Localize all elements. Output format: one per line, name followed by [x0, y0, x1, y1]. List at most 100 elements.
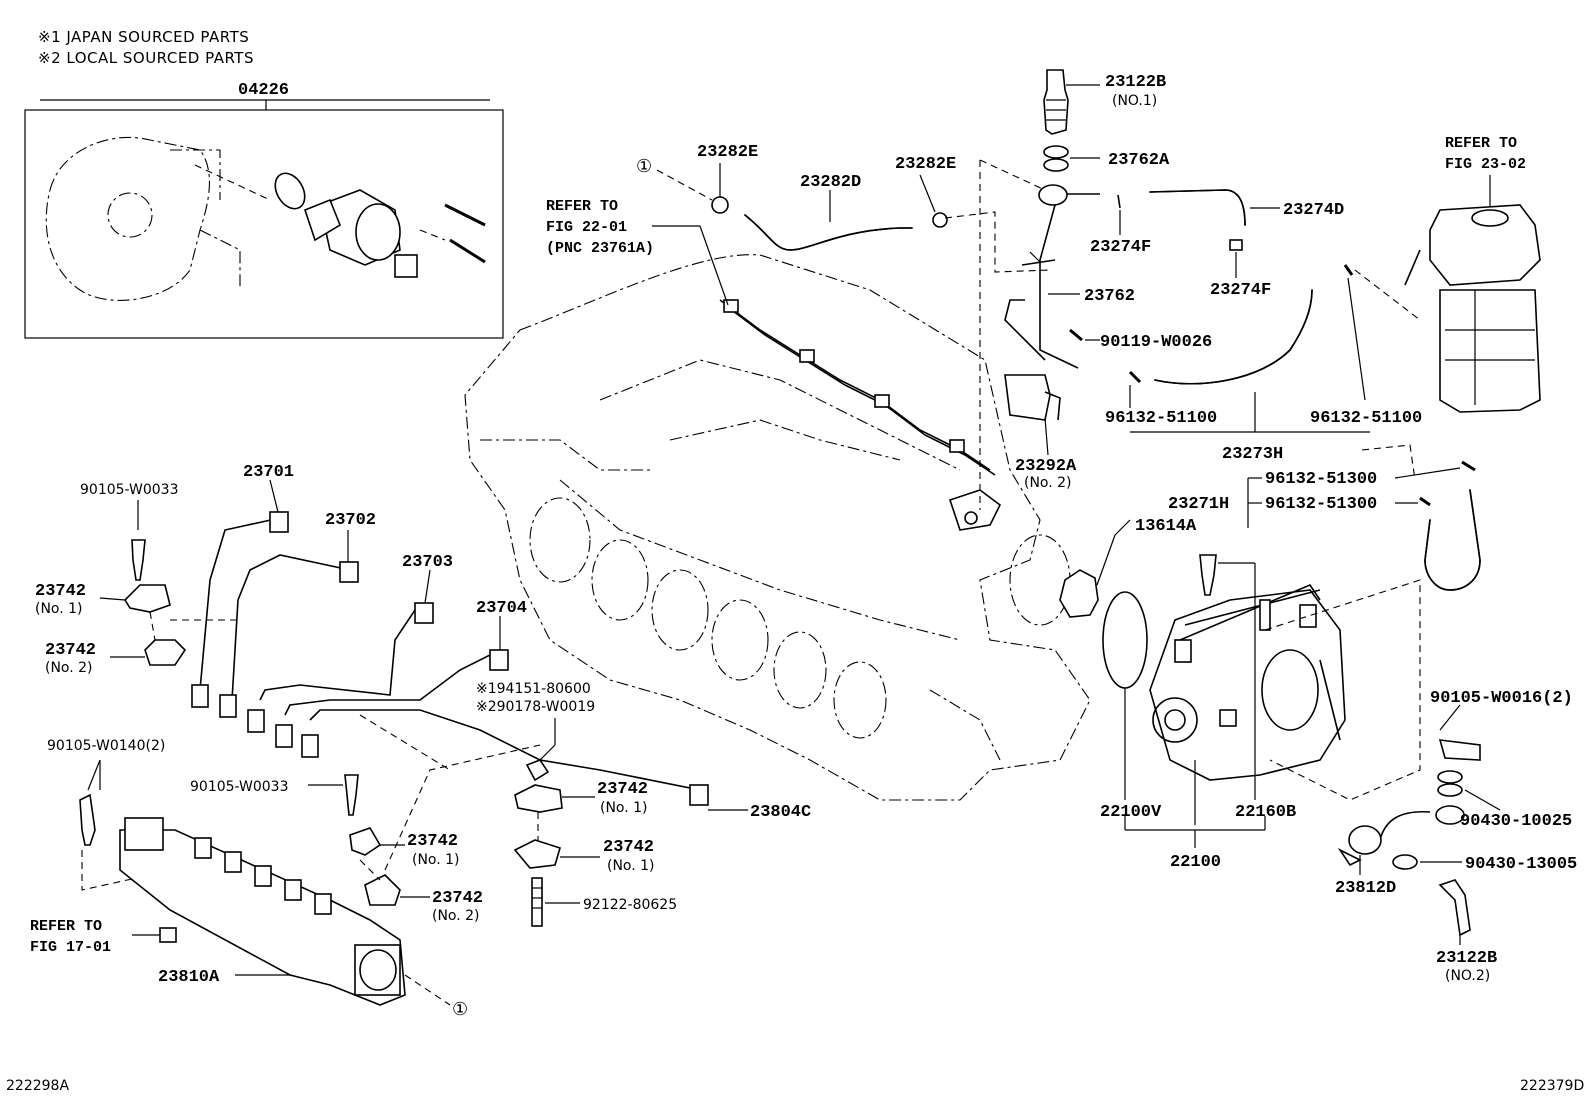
clamp-23742-no1-left [123, 584, 171, 613]
label-23742-center-a: 23742 [597, 780, 648, 799]
clip-23282E-right [932, 212, 948, 228]
clamp-center-group: ※194151-80600 ※290178-W0019 23742 (No. 1… [476, 681, 677, 927]
clamp-23742-center-b [513, 839, 561, 869]
plug-refer-17-01 [159, 927, 177, 943]
label-90105-W0033-top: 90105-W0033 [80, 482, 179, 498]
illustration-code-right: 222379D [1520, 1078, 1585, 1094]
gasket-23762A-a [1043, 145, 1069, 159]
clamp-23742-middle-a [349, 827, 382, 856]
label-23812D: 23812D [1335, 879, 1396, 898]
pipe-23701-nut [269, 511, 289, 533]
refer-17-01-line2: FIG 17-01 [30, 939, 111, 956]
clip-23282E-left [711, 196, 729, 214]
callout-1-bottom: ① [452, 999, 468, 1020]
engine-block-phantom [464, 254, 1091, 801]
label-23742-middle-a: 23742 [407, 832, 458, 851]
kit-stud-bolt [444, 203, 486, 227]
bolt-90105-W0033-middle [344, 774, 359, 816]
label-194151-80600: ※194151-80600 [476, 681, 591, 697]
refer-23-02-line2: FIG 23-02 [1445, 156, 1526, 173]
label-23742-center-a-sub: (No. 1) [600, 800, 648, 816]
label-13614A: 13614A [1135, 517, 1197, 536]
label-23282E-right: 23282E [895, 155, 956, 174]
label-90105-W0016: 90105-W0016(2) [1430, 689, 1573, 708]
label-23704: 23704 [476, 599, 527, 618]
clamp-23742-left-group: 90105-W0033 23742 (No. 1) 23742 (No. 2) [35, 482, 240, 676]
pipe-23812D [1348, 825, 1382, 855]
label-04226: 04226 [238, 81, 289, 100]
clip-96132-51300-top [1461, 460, 1476, 472]
clamp-23742-no2-left [144, 639, 187, 666]
refer-23-02-line1: REFER TO [1445, 135, 1517, 152]
kit-04226-box [24, 109, 504, 339]
pipe-23704-nut [489, 649, 509, 671]
clamp-23742-middle-b [364, 874, 401, 906]
label-22100: 22100 [1170, 853, 1221, 872]
refer-fig-22-01: REFER TO FIG 22-01 (PNC 23761A) [546, 198, 729, 306]
callout-1-top: ① [636, 156, 652, 177]
clip-96132-51100-left [1128, 370, 1142, 384]
kit-o-ring [274, 172, 306, 210]
refer-22-01-line2: FIG 22-01 [546, 219, 627, 236]
coupling-13614A [1059, 569, 1099, 618]
bracket-23292A [1004, 374, 1051, 421]
bolt-22160B [1199, 554, 1217, 596]
label-23742-left-a-sub: (No. 1) [35, 601, 83, 617]
gasket-90430-10025 [1437, 783, 1463, 797]
bolt-90119 [1069, 328, 1083, 342]
bolt-90105-W0033-top [131, 539, 146, 581]
label-23762A: 23762A [1108, 151, 1170, 170]
label-23292A: 23292A [1015, 457, 1077, 476]
label-23273H: 23273H [1222, 445, 1283, 464]
refer-22-01-line3: (PNC 23761A) [546, 240, 654, 257]
hose-23282-group: ① 23282E 23282D 23282E [636, 143, 1051, 510]
clamp-middle-group: 90105-W0033 23742 (No. 1) 23742 (No. 2) [190, 714, 541, 924]
hose-23271H-group: 96132-51300 96132-51300 23271H [1168, 444, 1481, 591]
pipe-23804C-nut [689, 784, 709, 806]
label-290178-W0019: ※290178-W0019 [476, 699, 595, 715]
note-japan-sourced: ※1 JAPAN SOURCED PARTS [38, 28, 250, 46]
label-23742-middle-b: 23742 [432, 889, 483, 908]
label-23274F-left: 23274F [1090, 238, 1151, 257]
label-90105-W0140: 90105-W0140(2) [47, 738, 165, 754]
fuel-filter-body [1439, 289, 1541, 413]
hose-23273H-group: 96132-51100 96132-51100 23273H [1105, 264, 1422, 464]
bolt-90105-W0016 [1438, 739, 1481, 761]
stud-92122-80625 [531, 877, 543, 927]
bracket-23292A-group: 23292A (No. 2) [1004, 374, 1077, 491]
label-23742-center-b: 23742 [603, 838, 654, 857]
eye-fitting-23762 [1038, 184, 1068, 206]
label-23742-left-a: 23742 [35, 582, 86, 601]
label-23810A: 23810A [158, 968, 220, 987]
top-fitting-group: 23122B (NO.1) 23762A 23762 90119-W0026 2… [1004, 69, 1344, 369]
supply-pump-group: 13614A 22100V 22100 22160B [1059, 517, 1421, 872]
label-23282E-left: 23282E [697, 143, 758, 162]
refer-22-01-line1: REFER TO [546, 198, 618, 215]
bolt-90105-W0140 [79, 793, 96, 846]
label-23742-center-b-sub: (No. 1) [607, 858, 655, 874]
leak-pipe-assembly [719, 299, 1002, 531]
label-23762: 23762 [1084, 287, 1135, 306]
clamp-23742-center-a [514, 784, 563, 813]
nut-194151 [525, 759, 550, 782]
injection-pipes-group: 23701 23702 23703 23704 23804C [191, 463, 811, 822]
illustration-code-left: 222298A [6, 1078, 70, 1094]
part-23122B-no2 [1438, 879, 1471, 937]
clip-96132-51300-bottom [1419, 496, 1431, 507]
label-23282D: 23282D [800, 173, 861, 192]
label-96132-51100-right: 96132-51100 [1310, 409, 1422, 428]
label-23122B-no1-sub: (NO.1) [1112, 93, 1157, 109]
label-90105-W0033-middle: 90105-W0033 [190, 779, 289, 795]
fuel-rail-23810A [119, 829, 406, 1006]
label-90119: 90119-W0026 [1100, 333, 1212, 352]
refer-17-01-line1: REFER TO [30, 918, 102, 935]
pipe-23702-nut [339, 561, 359, 583]
clip-96132-51100-right [1343, 264, 1354, 276]
label-90430-10025: 90430-10025 [1460, 812, 1572, 831]
label-92122-80625: 92122-80625 [583, 897, 677, 913]
label-96132-51100-left: 96132-51100 [1105, 409, 1217, 428]
hose-23274D [1149, 189, 1246, 226]
gasket-23762A-b [1043, 158, 1069, 172]
label-23122B-no2-sub: (NO.2) [1445, 968, 1490, 984]
